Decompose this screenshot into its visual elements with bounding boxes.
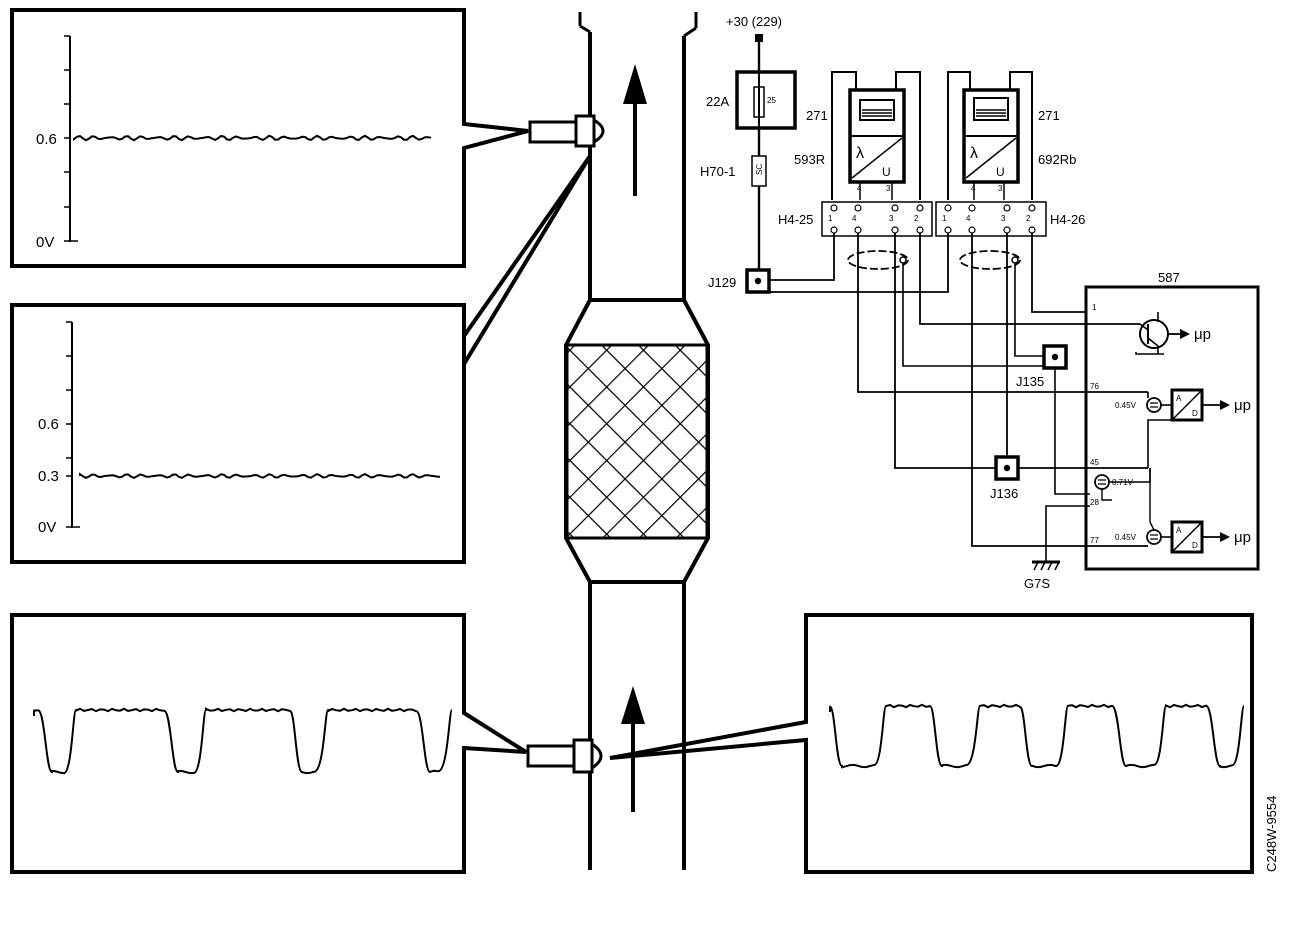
figure-code: C248W-9554	[1264, 796, 1279, 872]
h4-25-pin-3: 3	[889, 214, 894, 223]
sensor-right-pin-4: 4	[971, 184, 976, 193]
ref-voltage-bottom-label: 0.45V	[1115, 533, 1137, 542]
lambda-symbol-left: λ	[856, 145, 864, 162]
h4-26-connector	[935, 201, 1047, 237]
ad-bottom-a: A	[1176, 526, 1182, 535]
upstream-y-label-0-6: 0.6	[36, 131, 57, 148]
h4-26-label: H4-26	[1050, 212, 1085, 227]
h4-25-label: H4-25	[778, 212, 813, 227]
h4-25-pin-2: 2	[914, 214, 919, 223]
sensor-left-pin-4: 4	[857, 184, 862, 193]
upstream-lambda-sensor	[528, 114, 605, 148]
ecu-pin-76: 76	[1090, 382, 1099, 391]
ref-source-mid	[1094, 474, 1110, 490]
sensor-593r-label: 593R	[794, 152, 825, 167]
lower-right-square-wave	[829, 703, 1245, 769]
mu-p-arrows	[1180, 329, 1230, 542]
upstream-y-label-0v: 0V	[36, 234, 54, 251]
upstream-scope-panel: 0.6 0V	[10, 8, 529, 268]
ad-bottom-d: D	[1192, 541, 1198, 550]
h4-26-pin-2: 2	[1026, 214, 1031, 223]
downstream-y-label-0-3: 0.3	[38, 468, 59, 485]
j135-label: J135	[1016, 374, 1044, 389]
ref-voltage-top-label: 0.45V	[1115, 401, 1137, 410]
flow-arrow-upper-icon	[623, 64, 647, 196]
h4-25-pin-1: 1	[828, 214, 833, 223]
h4-26-pin-3: 3	[1001, 214, 1006, 223]
downstream-signal-trace	[79, 472, 441, 480]
ref-voltage-mid-label: 0.71V	[1112, 478, 1134, 487]
sensor-692rb-label: 692Rb	[1038, 152, 1076, 167]
downstream-y-label-0v: 0V	[38, 519, 56, 536]
mu-p-bottom-label: μp	[1234, 529, 1251, 546]
flow-arrow-lower-icon	[621, 686, 645, 812]
ad-top-a: A	[1176, 394, 1182, 403]
downstream-y-label-0-6: 0.6	[38, 416, 59, 433]
fuse-box-22a	[735, 70, 797, 130]
j136-label: J136	[990, 486, 1018, 501]
sensor-type-right-label: 271	[1038, 108, 1060, 123]
lower-right-scope-panel	[609, 613, 1254, 874]
sensor-right-pin-3: 3	[998, 184, 1003, 193]
ecu-587-label: 587	[1158, 270, 1180, 285]
mu-p-top-label: μp	[1234, 397, 1251, 414]
sensor-left-pin-3: 3	[886, 184, 891, 193]
upstream-signal-trace	[73, 134, 432, 142]
h70-connector	[751, 155, 767, 187]
u-symbol-right: U	[996, 165, 1005, 179]
h4-25-connector	[821, 201, 933, 237]
u-symbol-left: U	[882, 165, 891, 179]
fuse-rating-label: 25	[767, 96, 776, 105]
ad-top-d: D	[1192, 409, 1198, 418]
h70-connector-label: H70-1	[700, 164, 735, 179]
ref-source-top	[1146, 397, 1162, 413]
downstream-lambda-sensor	[526, 738, 603, 774]
sensor-type-left-label: 271	[806, 108, 828, 123]
h4-25-pin-4: 4	[852, 214, 857, 223]
mu-p-transistor-label: μp	[1194, 326, 1211, 343]
ref-source-bottom	[1146, 529, 1162, 545]
ecu-pin-77: 77	[1090, 536, 1099, 545]
h4-26-pin-1: 1	[942, 214, 947, 223]
fuse-id-label: 22A	[706, 94, 729, 109]
ecu-pin-1: 1	[1092, 303, 1097, 312]
ecu-587-box	[1084, 285, 1260, 571]
g7s-label: G7S	[1024, 576, 1050, 591]
lower-left-scope-panel	[10, 613, 528, 874]
exhaust-pipe	[564, 12, 710, 870]
ecu-pin-45: 45	[1090, 458, 1099, 467]
supply-label: +30 (229)	[726, 14, 782, 29]
lower-left-square-wave	[33, 707, 453, 775]
wiring-diagram	[735, 34, 1260, 571]
lambda-symbol-right: λ	[970, 145, 978, 162]
downstream-scope-panel: 0.6 0.3 0V	[10, 154, 592, 564]
h70-pin-label: SC	[755, 164, 764, 175]
ecu-pin-28: 28	[1090, 498, 1099, 507]
h4-26-pin-4: 4	[966, 214, 971, 223]
j129-label: J129	[708, 275, 736, 290]
